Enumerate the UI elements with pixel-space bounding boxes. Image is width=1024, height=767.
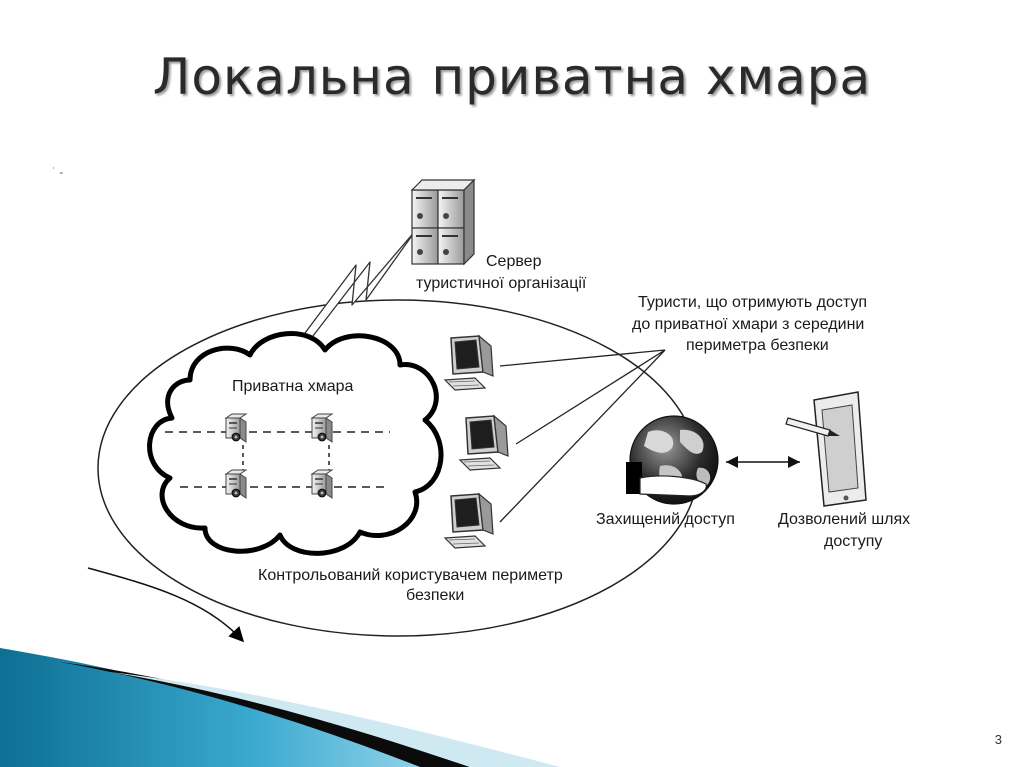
access-arrowhead-left bbox=[726, 456, 738, 468]
perimeter-crossing-arrow bbox=[87, 567, 245, 643]
lightning-link bbox=[295, 229, 417, 346]
stylus-icon bbox=[785, 417, 840, 437]
page-number: 3 bbox=[994, 732, 1002, 747]
tourists-label-line1: Туристи, що отримують доступ bbox=[638, 294, 867, 311]
user-computer-icon bbox=[459, 415, 509, 471]
server-label-line1: Сервер bbox=[486, 253, 542, 270]
server-icon bbox=[410, 178, 476, 266]
user-computer-icon bbox=[444, 493, 494, 549]
allowed-path-label-line1: Дозволений шлях bbox=[778, 511, 910, 528]
secure-access-label: Захищений доступ bbox=[596, 511, 735, 528]
access-arrowhead-right bbox=[788, 456, 800, 468]
user-computer-icon bbox=[444, 335, 494, 391]
tablet-icon bbox=[813, 391, 867, 507]
stray-mark: ˙ - bbox=[52, 165, 63, 179]
decorative-swoosh bbox=[0, 648, 560, 767]
private-cloud-shape bbox=[147, 331, 444, 556]
tourist-pointer-line bbox=[515, 349, 666, 445]
tourists-label-line2: до приватної хмари з середини bbox=[632, 316, 864, 333]
cloud-label: Приватна хмара bbox=[232, 378, 354, 395]
hand-icon bbox=[626, 462, 707, 497]
slide-title: Локальна приватна хмара bbox=[152, 48, 872, 106]
tourist-pointer-line bbox=[499, 349, 666, 367]
server-label-line2: туристичної організації bbox=[416, 275, 587, 292]
perimeter-label-line1: Контрольований користувачем периметр bbox=[258, 567, 563, 584]
tourist-pointer-line bbox=[499, 349, 666, 523]
tourists-label-line3: периметра безпеки bbox=[686, 337, 829, 354]
perimeter-label-line2: безпеки bbox=[406, 587, 464, 604]
allowed-path-label-line2: доступу bbox=[824, 533, 882, 550]
